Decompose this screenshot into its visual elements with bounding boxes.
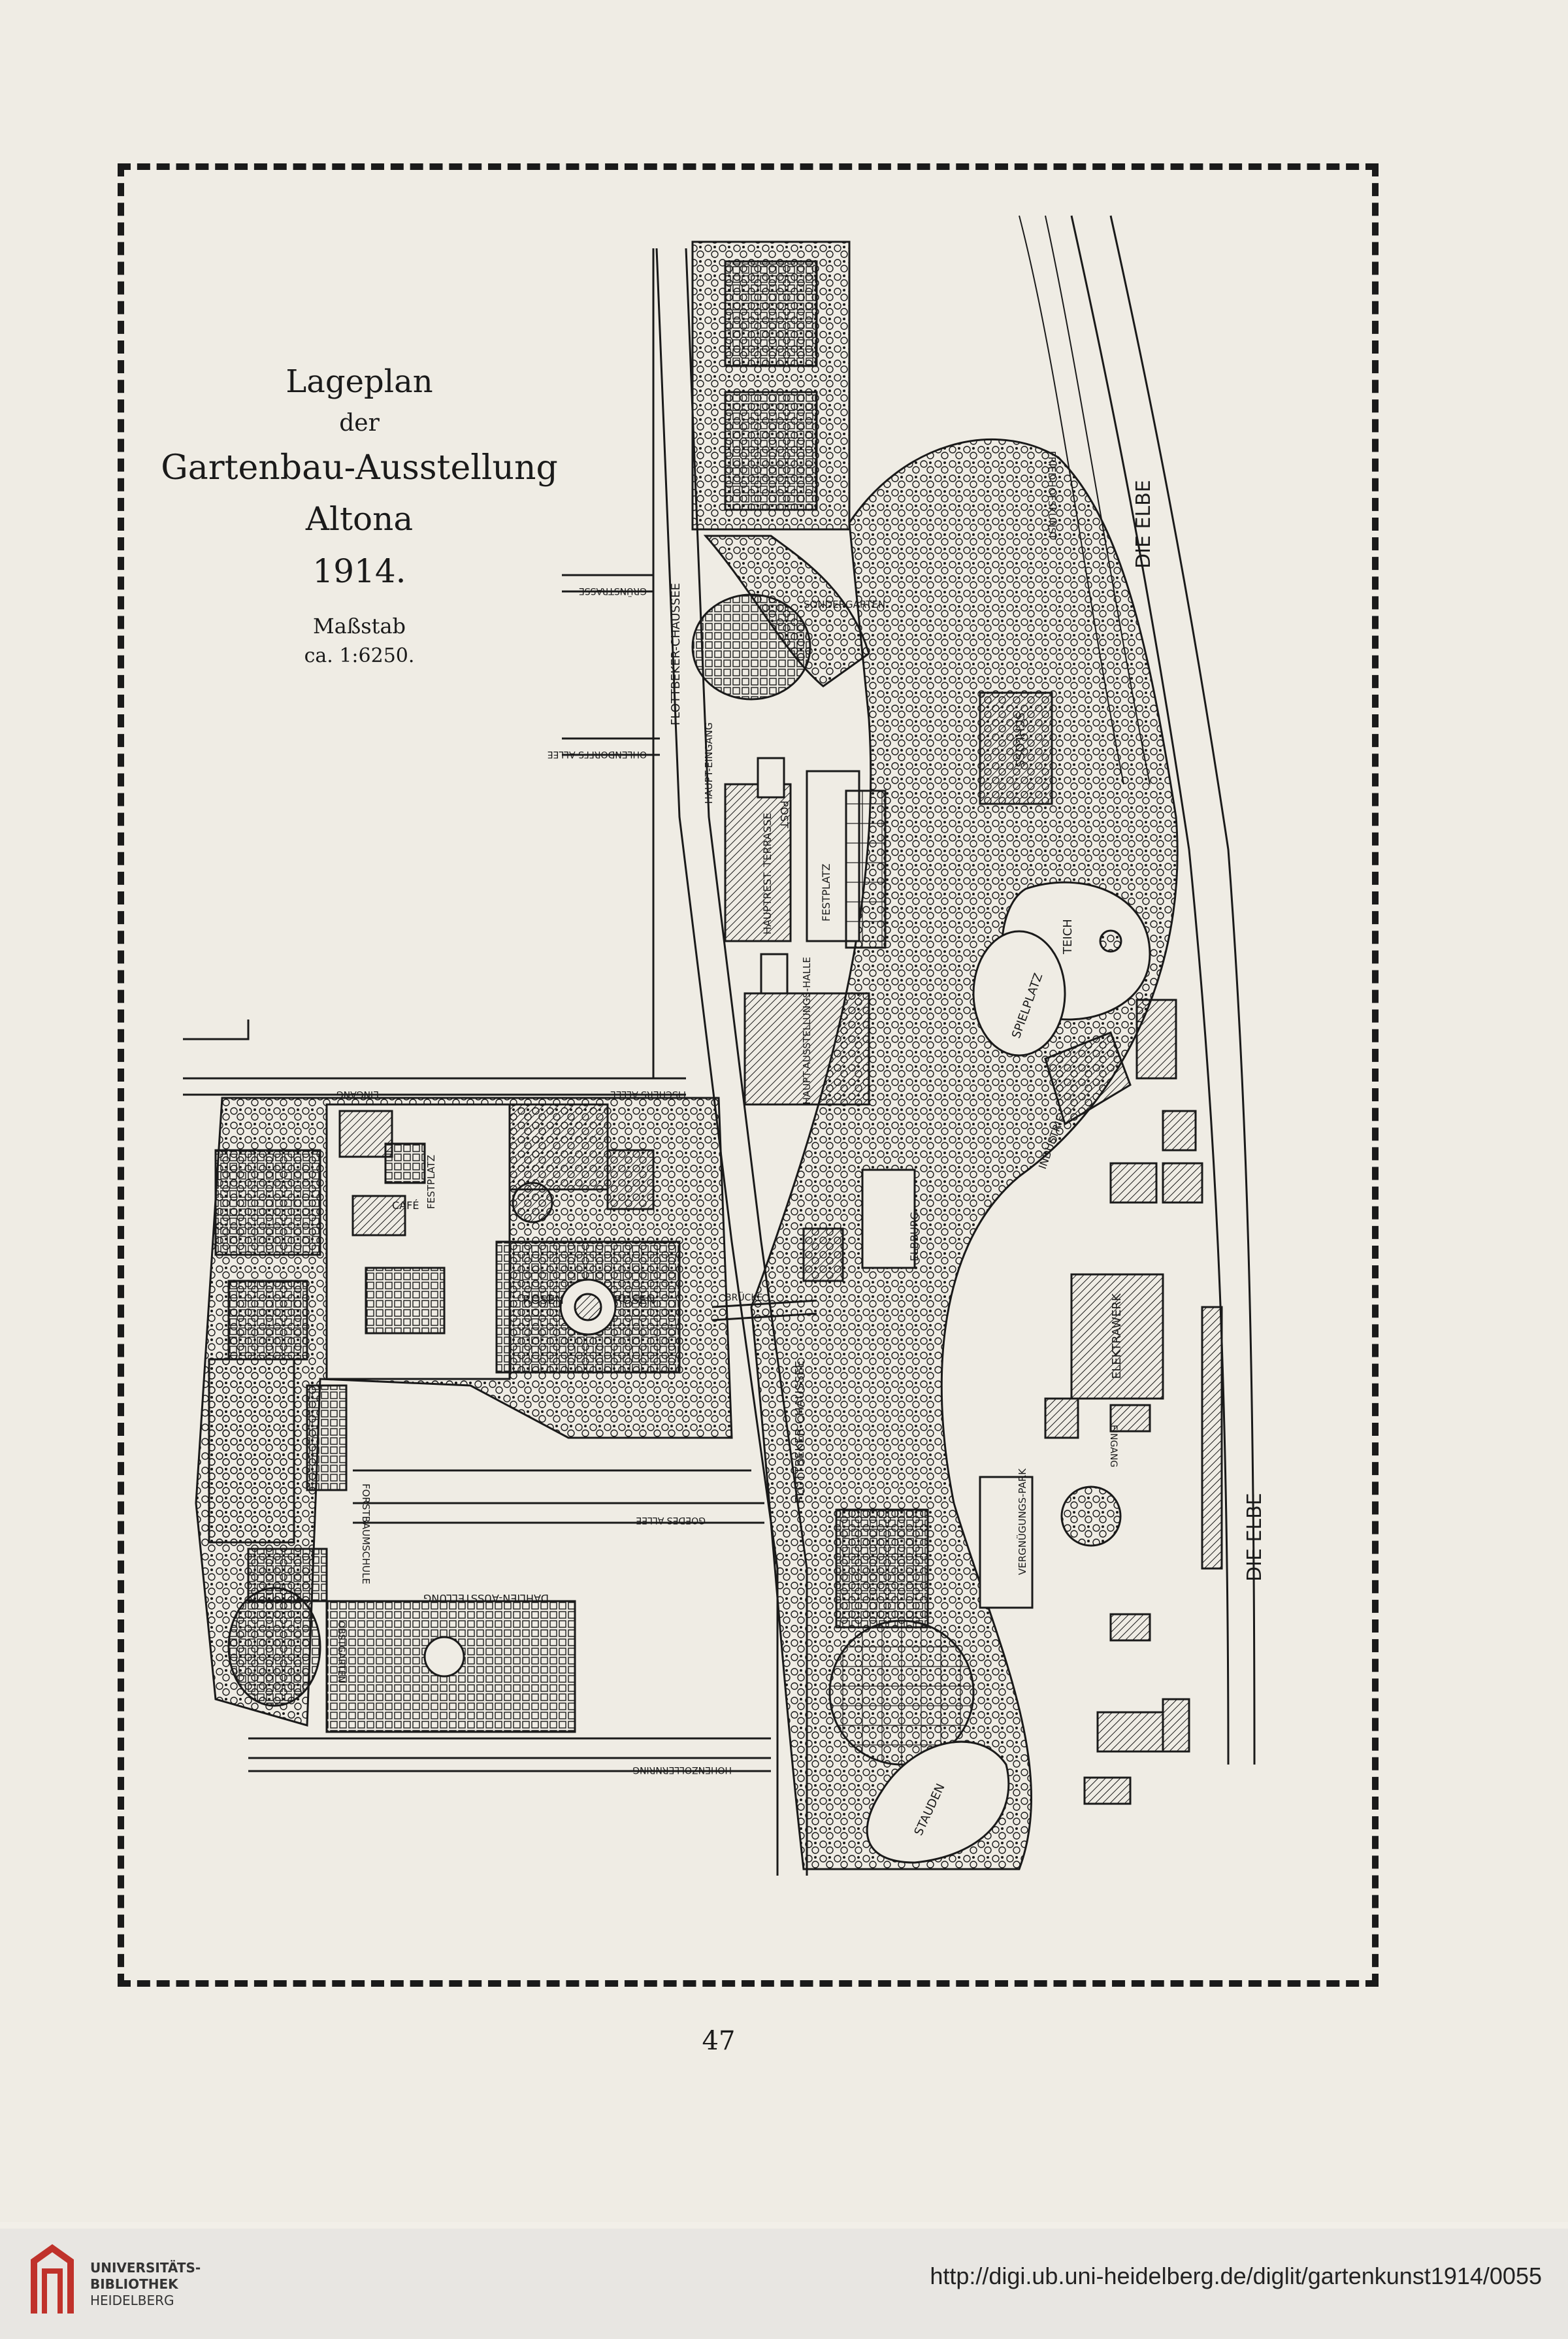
rosengarten-east — [828, 1508, 975, 1766]
bridge — [711, 1299, 817, 1321]
label-gruenstrasse: GRÜNSTRASSE — [579, 586, 647, 597]
label-schloss: SCHLOSS — [1013, 712, 1026, 767]
map-title-block: Lageplan der Gartenbau-Ausstellung Alton… — [150, 359, 568, 671]
dahlien-area — [227, 1548, 576, 1733]
title-line-4: Altona — [305, 500, 414, 538]
stauden-area — [866, 1740, 1010, 1864]
label-dahlien: DAHLIEN-AUSSTELLUNG — [423, 1592, 549, 1604]
label-teich: TEICH — [1061, 919, 1075, 955]
label-bruecke: BRÜCKE — [725, 1291, 762, 1303]
label-elbe-top: DIE ELBE — [1132, 480, 1155, 569]
library-name[interactable]: UNIVERSITÄTS- BIBLIOTHEK HEIDELBERG — [90, 2260, 201, 2309]
label-festplatz: FESTPLATZ — [820, 863, 832, 921]
label-post: POST — [778, 801, 791, 828]
label-eingang-1: EINGANG — [336, 1089, 379, 1099]
label-chaussee-bottom: FLOTTBEKER-CHAUSSEE — [793, 1361, 807, 1503]
scale-label: Maßstab — [312, 614, 406, 639]
scale-value: ca. 1:6250. — [304, 644, 415, 667]
vergnuegungspark-area — [979, 1476, 1122, 1609]
label-vergnuegungspark: VERGNÜGUNGS-PARK — [1016, 1468, 1028, 1575]
hauptrest-building — [724, 757, 792, 995]
elbburg-building — [802, 1169, 916, 1282]
library-line-3: HEIDELBERG — [90, 2293, 174, 2308]
label-haupteingang: HAUPT-EINGANG — [703, 722, 715, 804]
title-line-5: 1914. — [312, 552, 406, 590]
label-rosen-1: ROSEN — [523, 1293, 564, 1307]
map-frame — [118, 163, 1379, 1987]
map-labels: DIE ELBE DIE ELBE FLOTTBEKER-CHAUSSEE FL… — [336, 451, 1266, 1838]
label-hauptausstellungshalle: HAUPT-AUSSTELLUNGS-HALLE — [801, 957, 813, 1104]
western-streets — [183, 248, 771, 1772]
north-gardens — [691, 241, 851, 531]
site-plan-map: DIE ELBE DIE ELBE FLOTTBEKER-CHAUSSEE FL… — [183, 215, 1266, 1876]
university-logo-icon[interactable] — [25, 2242, 80, 2320]
label-eingang-2: EINGANG — [1108, 1425, 1119, 1467]
label-forstbaumschule: FORSTBAUMSCHULE — [360, 1484, 372, 1584]
label-elbburg: ELBBURG — [908, 1212, 921, 1261]
scanned-page: DIE ELBE DIE ELBE FLOTTBEKER-CHAUSSEE FL… — [118, 163, 1379, 2056]
title-line-1: Lageplan — [286, 363, 433, 400]
source-url-link[interactable]: http://digi.ub.uni-heidelberg.de/diglit/… — [930, 2263, 1542, 2289]
page-number: 47 — [702, 2026, 736, 2056]
label-hauptrest: HAUPTREST. TERRASSE — [761, 813, 774, 935]
label-goedes-allee: GOEDES ALLEE — [636, 1515, 706, 1525]
label-elbe-bottom: DIE ELBE — [1243, 1493, 1266, 1582]
label-festplatz-west: FESTPLATZ — [425, 1155, 437, 1209]
label-fischers-allee: FISCHERS ALLEE — [610, 1089, 686, 1099]
label-cafe: CAFÉ — [392, 1199, 419, 1212]
title-line-2: der — [339, 410, 380, 437]
spielplatz-area — [972, 930, 1066, 1057]
label-elektrawerk: ELEKTRAWERK — [1110, 1293, 1124, 1379]
industrie-building — [1044, 1031, 1132, 1126]
library-line-1: UNIVERSITÄTS- — [90, 2260, 201, 2276]
label-sondergarten: SONDERGARTEN — [804, 599, 885, 610]
label-ohlendorffs-allee: OHLENDORFFS ALLEE — [547, 749, 647, 759]
label-hohenzollernring: HOHENZOLLERNRING — [632, 1765, 732, 1775]
rosen-garden — [495, 1240, 681, 1374]
label-friedhofskunst: FRIEDHOFSKUNST — [1046, 451, 1058, 540]
sondergarten-area — [691, 593, 811, 701]
elektrawerk-building — [1070, 1273, 1164, 1400]
library-footer: UNIVERSITÄTS- BIBLIOTHEK HEIDELBERG http… — [0, 2229, 1568, 2339]
festplatz-area — [806, 770, 887, 949]
forstbaumschule-area — [208, 1358, 348, 1544]
label-chaussee-top: FLOTTBEKER-CHAUSSEE — [669, 583, 683, 725]
title-line-3: Gartenbau-Ausstellung — [161, 448, 558, 488]
hauptausstellungshalle-building — [743, 992, 870, 1106]
library-line-2: BIBLIOTHEK — [90, 2276, 178, 2292]
label-rosen-2: ROSEN — [614, 1293, 655, 1307]
elbe-buildings — [1044, 999, 1223, 1805]
schloss-building — [979, 691, 1053, 805]
label-obstgarten: OBSTGARTEN — [336, 1621, 346, 1683]
